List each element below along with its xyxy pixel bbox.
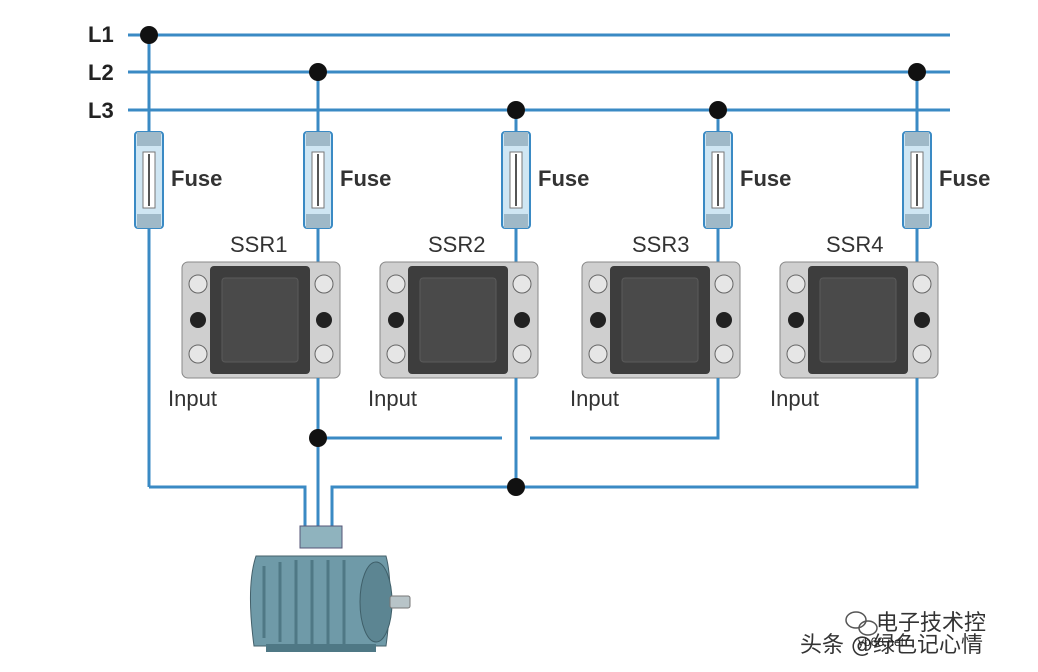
fuse-label: Fuse [340,166,391,191]
relay-input-label: Input [570,386,619,411]
fuse-label: Fuse [740,166,791,191]
junction-node [309,63,327,81]
phase-lines: L1 L2 L3 [88,22,950,123]
bus-drops [147,35,919,132]
watermark: 电子技术控 头条 @绿色记心情 yb68.net [800,611,986,658]
junction-node [507,101,525,119]
fuse-to-relay-wires [147,228,919,487]
line-label-l2: L2 [88,60,114,85]
relay-input-label: Input [368,386,417,411]
relay-name: SSR1 [230,232,287,257]
output-nodes [309,429,525,496]
relay-ssr3: SSR3 Input [570,232,741,411]
watermark-text: 头条 @绿色记心情 [800,633,983,658]
fuse-3: Fuse [501,131,589,229]
junction-node [908,63,926,81]
motor-icon [249,525,411,652]
relay-input-label: Input [168,386,217,411]
line-label-l1: L1 [88,22,114,47]
relay-name: SSR3 [632,232,689,257]
relay-ssr4: SSR4 Input [770,232,939,411]
relay-ssr1: SSR1 Input [168,232,341,411]
relay-name: SSR2 [428,232,485,257]
fuse-label: Fuse [939,166,990,191]
fuse-2: Fuse [303,131,391,229]
fuse-4: Fuse [703,131,791,229]
junction-node [140,26,158,44]
wechat-icon [845,611,878,636]
relay-input-label: Input [770,386,819,411]
fuse-5: Fuse [902,131,990,229]
bus-nodes [140,26,926,119]
watermark-small-text: yb68.net [858,635,905,649]
output-wiring [149,378,919,530]
relay-name: SSR4 [826,232,883,257]
fuse-1: Fuse [134,131,222,229]
junction-node [709,101,727,119]
fuse-label: Fuse [538,166,589,191]
line-label-l3: L3 [88,98,114,123]
relay-ssr2: SSR2 Input [368,232,539,411]
watermark-overlay-text: 电子技术控 [876,611,986,636]
junction-node [309,429,327,447]
junction-node [507,478,525,496]
fuse-label: Fuse [171,166,222,191]
